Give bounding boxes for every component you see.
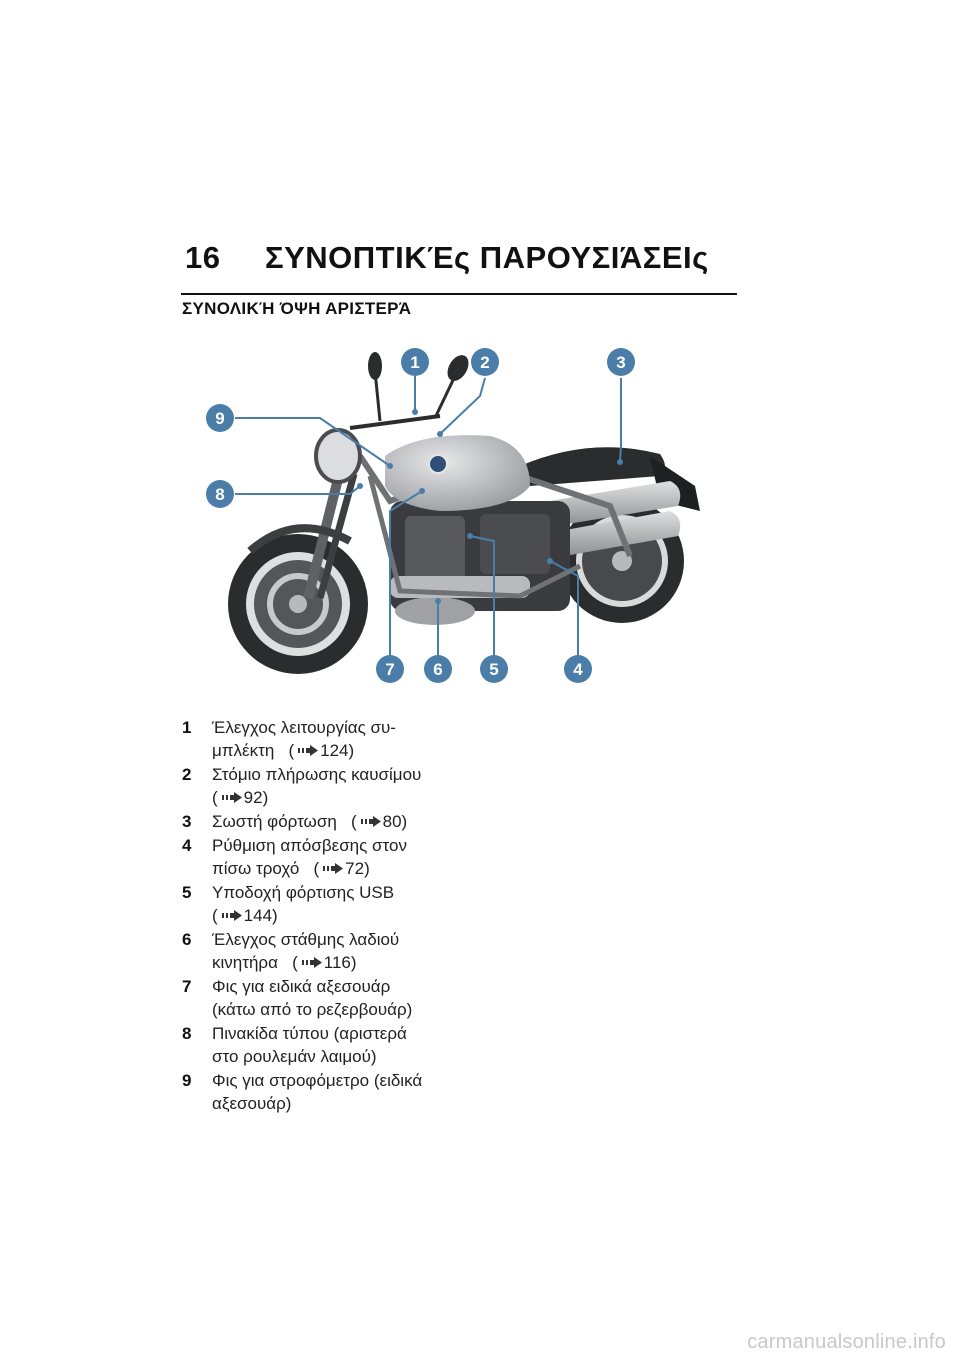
item-number: 4 bbox=[182, 836, 192, 855]
list-item: 8 Πινακίδα τύπου (αριστερά στο ρουλεμάν … bbox=[182, 1022, 472, 1068]
svg-text:8: 8 bbox=[215, 485, 224, 504]
callout-4: 4 bbox=[564, 655, 592, 683]
page-reference[interactable]: (116) bbox=[292, 953, 357, 972]
item-number: 2 bbox=[182, 765, 192, 784]
callout-1: 1 bbox=[401, 348, 429, 376]
page-number: 16 bbox=[185, 240, 221, 275]
svg-text:2: 2 bbox=[480, 353, 489, 372]
item-text: Φις για στροφόμετρο (ειδικά bbox=[212, 1071, 423, 1090]
motorcycle-illustration: 1 2 3 4 5 6 7 bbox=[206, 348, 700, 683]
item-number: 8 bbox=[182, 1024, 192, 1043]
page-ref-arrow-icon bbox=[298, 745, 319, 757]
item-text: Σωστή φόρτωση bbox=[212, 812, 337, 831]
front-wheel bbox=[228, 534, 368, 674]
callout-5: 5 bbox=[480, 655, 508, 683]
item-text: Υποδοχή φόρτισης USB bbox=[212, 883, 395, 902]
page-ref-arrow-icon bbox=[323, 863, 344, 875]
list-item: 1 Έλεγχος λειτουργίας συ- μπλέκτη (124) bbox=[182, 716, 472, 762]
page-ref-arrow-icon bbox=[221, 910, 242, 922]
callout-leaders bbox=[235, 376, 622, 668]
item-text: Έλεγχος στάθμης λαδιού bbox=[212, 930, 400, 949]
svg-text:5: 5 bbox=[489, 660, 498, 679]
list-item: 6 Έλεγχος στάθμης λαδιού κινητήρα (116) bbox=[182, 928, 472, 974]
item-text: Φις για ειδικά αξεσουάρ bbox=[212, 977, 391, 996]
svg-text:3: 3 bbox=[616, 353, 625, 372]
page-ref-arrow-icon bbox=[360, 816, 381, 828]
section-title: ΣΥΝΟΛΙΚΉ ΌΨΗ ΑΡΙΣΤΕΡΆ bbox=[182, 299, 412, 318]
list-item: 7 Φις για ειδικά αξεσουάρ (κάτω από το ρ… bbox=[182, 975, 472, 1021]
list-item: 4 Ρύθμιση απόσβεσης στον πίσω τροχό (72) bbox=[182, 834, 472, 880]
svg-text:9: 9 bbox=[215, 409, 224, 428]
item-text-cont: στο ρουλεμάν λαιμού) bbox=[212, 1047, 377, 1066]
chapter-title: ΣΥΝΟΠΤΙΚΈς ΠΑΡΟΥΣΙΆΣΕΙς bbox=[265, 240, 709, 275]
item-number: 9 bbox=[182, 1071, 192, 1090]
page-reference[interactable]: (124) bbox=[288, 741, 355, 760]
item-number: 3 bbox=[182, 812, 192, 831]
item-text: Πινακίδα τύπου (αριστερά bbox=[212, 1024, 407, 1043]
list-item: 5 Υποδοχή φόρτισης USB (144) bbox=[182, 881, 472, 927]
callout-9: 9 bbox=[206, 404, 234, 432]
item-text: Ρύθμιση απόσβεσης στον bbox=[212, 836, 407, 855]
page-header: 16 ΣΥΝΟΠΤΙΚΈς ΠΑΡΟΥΣΙΆΣΕΙς bbox=[185, 240, 745, 280]
page-ref-arrow-icon bbox=[221, 792, 242, 804]
svg-text:4: 4 bbox=[573, 660, 583, 679]
item-text: Στόμιο πλήρωσης καυσίμου bbox=[212, 765, 422, 784]
item-number: 6 bbox=[182, 930, 192, 949]
item-number: 1 bbox=[182, 718, 192, 737]
list-item: 9 Φις για στροφόμετρο (ειδικά αξεσουάρ) bbox=[182, 1069, 472, 1115]
page-reference[interactable]: (72) bbox=[313, 859, 370, 878]
item-text-cont: πίσω τροχό bbox=[212, 859, 300, 878]
list-item: 3 Σωστή φόρτωση (80) bbox=[182, 810, 472, 833]
callout-6: 6 bbox=[424, 655, 452, 683]
item-number: 5 bbox=[182, 883, 192, 902]
page-reference[interactable]: (80) bbox=[350, 812, 408, 831]
callout-3: 3 bbox=[607, 348, 635, 376]
callout-8: 8 bbox=[206, 480, 234, 508]
engine bbox=[390, 501, 570, 625]
item-number: 7 bbox=[182, 977, 192, 996]
svg-text:7: 7 bbox=[385, 660, 394, 679]
item-text: Έλεγχος λειτουργίας συ- bbox=[212, 718, 396, 737]
list-item: 2 Στόμιο πλήρωσης καυσίμου (92) bbox=[182, 763, 472, 809]
item-text-cont: αξεσουάρ) bbox=[212, 1094, 292, 1113]
item-text-cont: κινητήρα bbox=[212, 953, 278, 972]
page-reference[interactable]: (92) bbox=[212, 788, 269, 807]
svg-text:6: 6 bbox=[433, 660, 442, 679]
callout-dots bbox=[357, 409, 623, 604]
legend-list: 1 Έλεγχος λειτουργίας συ- μπλέκτη (124) … bbox=[182, 716, 472, 1116]
callout-7: 7 bbox=[376, 655, 404, 683]
callout-2: 2 bbox=[471, 348, 499, 376]
page-ref-arrow-icon bbox=[301, 957, 322, 969]
motorcycle-figure: 1 2 3 4 5 6 7 bbox=[190, 336, 710, 696]
site-watermark[interactable]: carmanualsonline.info bbox=[747, 1331, 946, 1353]
item-text-cont: (κάτω από το ρεζερβουάρ) bbox=[212, 1000, 413, 1019]
svg-text:1: 1 bbox=[410, 353, 419, 372]
page-reference[interactable]: (144) bbox=[212, 906, 278, 925]
item-text-cont: μπλέκτη bbox=[212, 741, 275, 760]
header-rule bbox=[181, 293, 737, 295]
